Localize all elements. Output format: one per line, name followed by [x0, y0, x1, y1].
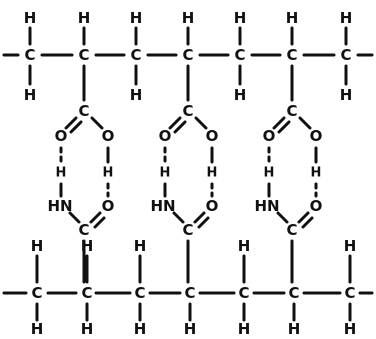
top-hydrogen-above-3: H [130, 9, 143, 27]
hydrogen-bond-ring-1: C O O H H HN O C [47, 64, 115, 284]
top-hydrogen-above-5: H [234, 9, 247, 27]
bottom-carbon-5: C [238, 284, 249, 302]
bottom-carbon-7: C [344, 284, 355, 302]
top-hydrogen-above-6: H [286, 9, 299, 27]
bottom-carbon-4: C [184, 284, 195, 302]
ring1-right-hydrogen: H [103, 166, 114, 181]
top-hydrogen-below-1: H [24, 86, 37, 104]
ring2-amine: HN [150, 197, 175, 215]
ring2-carbonyl-oxygen: O [159, 127, 172, 145]
top-hydrogen-above-4: H [182, 9, 195, 27]
ring3-left-hydrogen: H [264, 166, 275, 181]
ring2-lower-oxygen: O [206, 197, 219, 215]
ring1-hydroxyl-oxygen: O [102, 127, 115, 145]
ring3-right-hydrogen: H [311, 166, 322, 181]
top-hydrogen-above-7: H [340, 9, 353, 27]
top-carbon-2: C [78, 46, 89, 64]
top-hydrogen-above-2: H [78, 9, 91, 27]
ring2-left-hydrogen: H [160, 166, 171, 181]
hydrogen-bond-ring-2: C O O H H HN O C [150, 64, 219, 284]
ring3-top-carbon: C [286, 102, 297, 120]
bottom-carbon-6: C [288, 284, 299, 302]
bottom-hydrogen-above-5: H [238, 237, 251, 255]
ring1-amine: HN [47, 197, 72, 215]
hydrogen-bond-ring-3: C O O H H HN O C [254, 64, 323, 284]
top-hydrogen-below-3: H [130, 86, 143, 104]
bottom-hydrogen-above-1: H [31, 237, 44, 255]
bottom-carbon-1: C [31, 284, 42, 302]
ring3-bottom-carbon: C [286, 221, 297, 239]
bottom-hydrogen-below-2: H [81, 320, 94, 338]
ring1-top-carbon: C [78, 102, 89, 120]
ring2-bottom-carbon: C [182, 221, 193, 239]
top-polymer-chain: C C C C C C C H H H H H H H H H H H [2, 9, 374, 104]
ring1-bottom-carbon: C [78, 221, 89, 239]
top-carbon-4: C [182, 46, 193, 64]
bottom-carbon-3: C [134, 284, 145, 302]
top-carbon-6: C [286, 46, 297, 64]
top-carbon-3: C [130, 46, 141, 64]
bottom-hydrogen-below-3: H [134, 320, 147, 338]
bottom-polymer-chain: C C C C C C C H H H H H H H H H H H H [2, 237, 374, 338]
top-hydrogen-below-5: H [234, 86, 247, 104]
ring3-amine: HN [254, 197, 279, 215]
bottom-hydrogen-below-5: H [238, 320, 251, 338]
ring1-carbonyl-oxygen: O [55, 127, 68, 145]
ring3-hydroxyl-oxygen: O [310, 127, 323, 145]
bottom-hydrogen-above-7: H [344, 237, 357, 255]
ring1-lower-oxygen: O [102, 197, 115, 215]
ring1-left-hydrogen: H [56, 166, 67, 181]
bottom-hydrogen-below-7: H [344, 320, 357, 338]
bottom-carbon-2: C [81, 284, 92, 302]
bottom-hydrogen-below-6: H [288, 320, 301, 338]
ring2-top-carbon: C [182, 102, 193, 120]
top-hydrogen-below-7: H [340, 86, 353, 104]
top-carbon-7: C [340, 46, 351, 64]
bottom-hydrogen-above-3: H [134, 237, 147, 255]
top-carbon-5: C [234, 46, 245, 64]
ring3-lower-oxygen: O [310, 197, 323, 215]
ring3-carbonyl-oxygen: O [263, 127, 276, 145]
bottom-hydrogen-below-4: H [184, 320, 197, 338]
top-carbon-1: C [24, 46, 35, 64]
ring2-right-hydrogen: H [207, 166, 218, 181]
bottom-hydrogen-above-2: H [81, 237, 94, 255]
ring2-hydroxyl-oxygen: O [206, 127, 219, 145]
bottom-hydrogen-below-1: H [31, 320, 44, 338]
top-hydrogen-above-1: H [24, 9, 37, 27]
